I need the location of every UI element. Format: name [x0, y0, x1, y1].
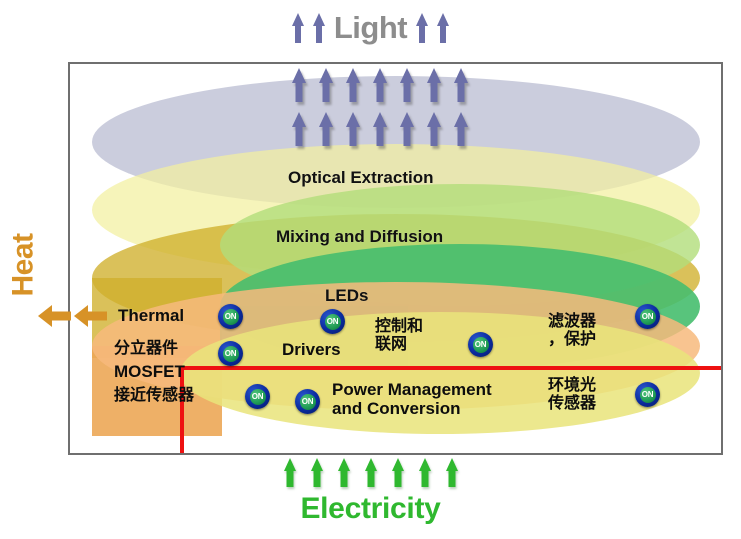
electricity-arrow-icon	[364, 458, 377, 487]
electricity-arrow-icon	[445, 458, 458, 487]
entry-filter-protection: 滤波器 ，保护	[548, 311, 597, 348]
on-badge-icon: ON	[218, 341, 243, 366]
on-badge-label: ON	[641, 389, 654, 399]
light-arrow-row-lower	[292, 112, 468, 146]
heat-arrow-icon	[74, 305, 107, 327]
on-badge-icon: ON	[635, 382, 660, 407]
on-badge-label: ON	[251, 391, 264, 401]
light-arrow-icon	[291, 12, 304, 43]
on-badge-label: ON	[224, 311, 237, 321]
layer-label-optical-extraction: Optical Extraction	[288, 168, 434, 187]
on-badge-label: ON	[326, 316, 339, 326]
light-arrow-row-upper	[292, 68, 468, 102]
on-badge-label: ON	[474, 339, 487, 349]
light-arrow-icon	[400, 68, 414, 102]
electricity-label: Electricity	[300, 492, 441, 525]
entry-thermal: Thermal	[118, 306, 185, 325]
electricity-arrow-icon	[337, 458, 350, 487]
on-badge-icon: ON	[320, 309, 345, 334]
light-arrow-icon	[400, 112, 414, 146]
entry-proximity-sensor: 接近传感器	[114, 385, 195, 404]
light-arrow-icon	[427, 112, 441, 146]
light-arrow-icon	[437, 12, 450, 43]
highlight-box[interactable]	[180, 366, 721, 453]
on-badge-icon: ON	[295, 389, 320, 414]
electricity-arrow-group	[0, 458, 741, 487]
heat-arrow-group	[38, 305, 107, 327]
on-badge-icon: ON	[635, 304, 660, 329]
light-arrow-icon	[373, 112, 387, 146]
diagram-frame: Optical Extraction Mixing and Diffusion …	[68, 62, 723, 455]
light-arrow-icon	[292, 68, 306, 102]
entry-discrete-devices: 分立器件	[114, 338, 179, 357]
light-arrow-icon	[427, 68, 441, 102]
on-badge-label: ON	[301, 396, 314, 406]
light-header-row: Light	[0, 12, 741, 43]
light-arrow-icon	[319, 112, 333, 146]
layer-label-leds: LEDs	[325, 286, 369, 305]
entry-control-and-networking: 控制和 联网	[375, 316, 424, 353]
entry-mosfet: MOSFET	[114, 362, 185, 381]
on-badge-label: ON	[224, 348, 237, 358]
heat-label: Heat	[6, 233, 40, 297]
light-arrow-icon	[346, 68, 360, 102]
on-badge-icon: ON	[468, 332, 493, 357]
electricity-arrow-icon	[391, 458, 404, 487]
light-arrow-icon	[416, 12, 429, 43]
light-arrow-icon	[319, 68, 333, 102]
electricity-arrow-icon	[310, 458, 323, 487]
electricity-arrow-icon	[418, 458, 431, 487]
light-label: Light	[333, 10, 408, 45]
light-arrow-icon	[292, 112, 306, 146]
entry-drivers: Drivers	[282, 340, 341, 359]
on-badge-icon: ON	[218, 304, 243, 329]
light-arrow-icon	[346, 112, 360, 146]
electricity-arrow-icon	[283, 458, 296, 487]
light-arrow-icon	[373, 68, 387, 102]
on-badge-label: ON	[641, 311, 654, 321]
layer-ellipse-khaki	[180, 312, 700, 434]
entry-ambient-light-sensor: 环境光 传感器	[548, 375, 597, 412]
layer-label-mixing-and-diffusion: Mixing and Diffusion	[276, 227, 444, 246]
on-badge-icon: ON	[245, 384, 270, 409]
entry-power-management: Power Management and Conversion	[332, 380, 492, 419]
light-arrow-icon	[454, 112, 468, 146]
light-arrow-icon	[312, 12, 325, 43]
light-arrow-icon	[454, 68, 468, 102]
heat-arrow-icon	[38, 305, 71, 327]
